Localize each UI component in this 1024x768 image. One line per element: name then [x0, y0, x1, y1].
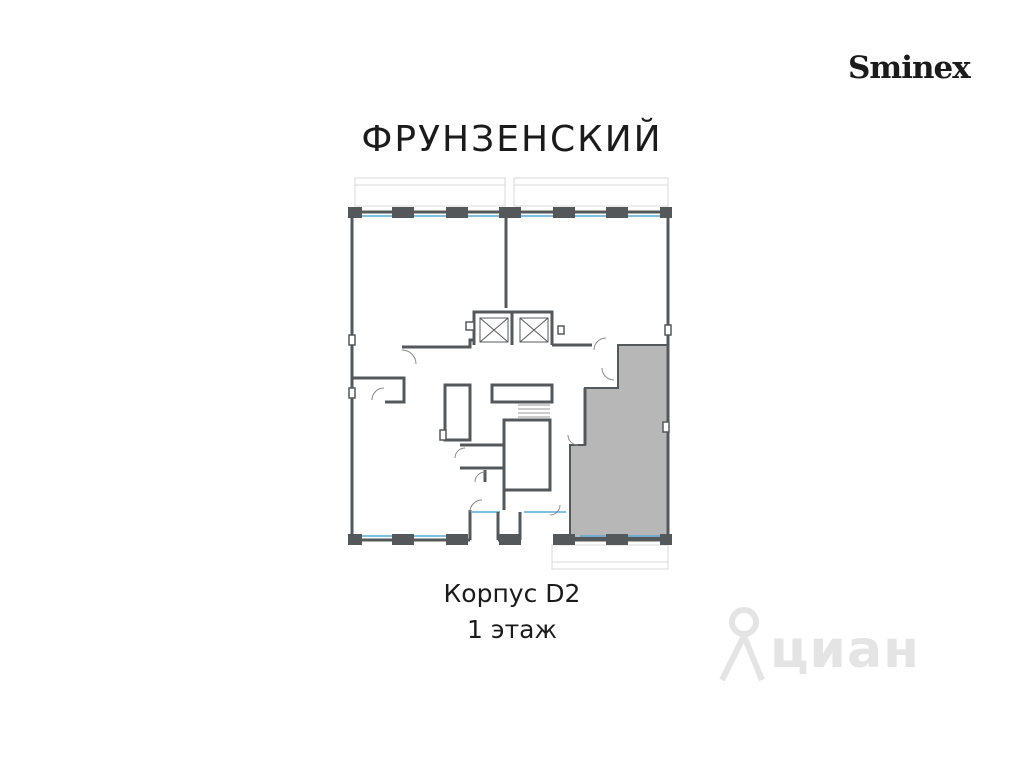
columns: [348, 207, 672, 545]
building-label: Корпус D2: [443, 579, 581, 608]
terrace-bottom-right: [551, 544, 669, 570]
page-title: ФРУНЗЕНСКИЙ: [361, 119, 663, 160]
floor-plan: [348, 177, 672, 570]
wall-stubs: [348, 321, 672, 441]
brand-logo: Sminex: [848, 50, 971, 86]
stairs: [518, 404, 550, 418]
floor-label: 1 этаж: [467, 615, 557, 644]
terrace-top-left: [354, 177, 506, 207]
watermark-text: циан: [770, 620, 920, 680]
door-swings: [371, 337, 615, 516]
terrace-top-right: [513, 177, 669, 207]
elevator-shafts: [479, 317, 549, 343]
location-pin-icon: [719, 607, 765, 682]
core-walls: [352, 310, 592, 540]
